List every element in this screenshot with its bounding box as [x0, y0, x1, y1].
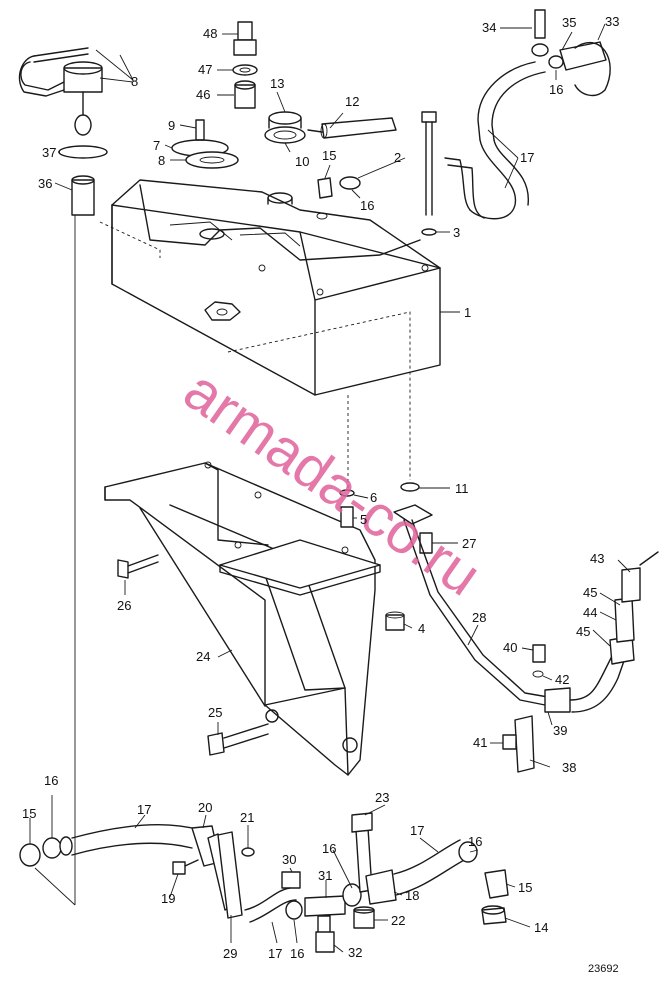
callout-label: 27	[462, 536, 476, 551]
callout-numbers: 48 47 46 13 12 10 9 7 8 8 36 37 34 35 33…	[22, 14, 619, 961]
callout-label: 4	[418, 621, 425, 636]
vent-valve-assembly	[444, 9, 611, 220]
sender-flange	[171, 119, 239, 169]
callout-label: 29	[223, 946, 237, 961]
callout-label: 38	[562, 760, 576, 775]
callout-label: 16	[549, 82, 563, 97]
fuel-line-bottom	[19, 812, 509, 953]
filler-cap-assembly	[232, 21, 258, 109]
callout-label: 45	[583, 585, 597, 600]
callout-label: 23	[375, 790, 389, 805]
callout-label: 40	[503, 640, 517, 655]
fuel-sender-unit	[18, 47, 108, 905]
callout-label: 5	[360, 512, 367, 527]
callout-label: 25	[208, 705, 222, 720]
callout-label: 11	[455, 481, 469, 496]
callout-label: 9	[168, 118, 175, 133]
callout-label: 8	[131, 74, 138, 89]
tank-bolt	[421, 111, 437, 236]
callout-label: 6	[370, 490, 377, 505]
callout-label: 12	[345, 94, 359, 109]
callout-label: 33	[605, 14, 619, 29]
hose-clamp-upper	[316, 176, 361, 220]
callout-label: 35	[562, 15, 576, 30]
callout-label: 34	[482, 20, 496, 35]
callout-label: 39	[553, 723, 567, 738]
tank-bracket	[104, 461, 381, 776]
callout-label: 47	[198, 62, 212, 77]
bracket-fasteners	[117, 489, 405, 756]
callout-label: 13	[270, 76, 284, 91]
callout-label: 16	[468, 834, 482, 849]
filler-neck-assembly	[264, 111, 397, 144]
callout-label: 30	[282, 852, 296, 867]
callout-label: 16	[322, 841, 336, 856]
callout-label: 28	[472, 610, 486, 625]
callout-label: 24	[196, 649, 210, 664]
callout-label: 32	[348, 945, 362, 960]
callout-label: 10	[295, 154, 309, 169]
callout-label: 31	[318, 868, 332, 883]
callout-label: 15	[22, 806, 36, 821]
fuel-line-right	[393, 482, 659, 773]
callout-label: 17	[520, 150, 534, 165]
callout-label: 17	[137, 802, 151, 817]
callout-label: 22	[391, 913, 405, 928]
callout-label: 45	[576, 624, 590, 639]
callout-label: 1	[464, 305, 471, 320]
callout-label: 17	[268, 946, 282, 961]
callout-label: 2	[394, 150, 401, 165]
callout-label: 3	[453, 225, 460, 240]
callout-label: 16	[44, 773, 58, 788]
callout-label: 14	[534, 920, 548, 935]
callout-label: 21	[240, 810, 254, 825]
drawing-number: 23692	[588, 963, 619, 975]
callout-label: 37	[42, 145, 56, 160]
callout-label: 16	[290, 946, 304, 961]
callout-label: 43	[590, 551, 604, 566]
callout-label: 16	[360, 198, 374, 213]
callout-label: 44	[583, 605, 597, 620]
callout-label: 7	[153, 138, 160, 153]
callout-label: 48	[203, 26, 217, 41]
callout-label: 17	[410, 823, 424, 838]
callout-label: 20	[198, 800, 212, 815]
callout-label: 46	[196, 87, 210, 102]
callout-label: 19	[161, 891, 175, 906]
callout-label: 41	[473, 735, 487, 750]
callout-label: 15	[518, 880, 532, 895]
callout-label: 15	[322, 148, 336, 163]
callout-label: 8	[158, 153, 165, 168]
callout-label: 42	[555, 672, 569, 687]
callout-label: 36	[38, 176, 52, 191]
callout-label: 18	[405, 888, 419, 903]
callout-leaders	[29, 23, 631, 953]
callout-label: 26	[117, 598, 131, 613]
fuel-tank	[99, 179, 441, 490]
